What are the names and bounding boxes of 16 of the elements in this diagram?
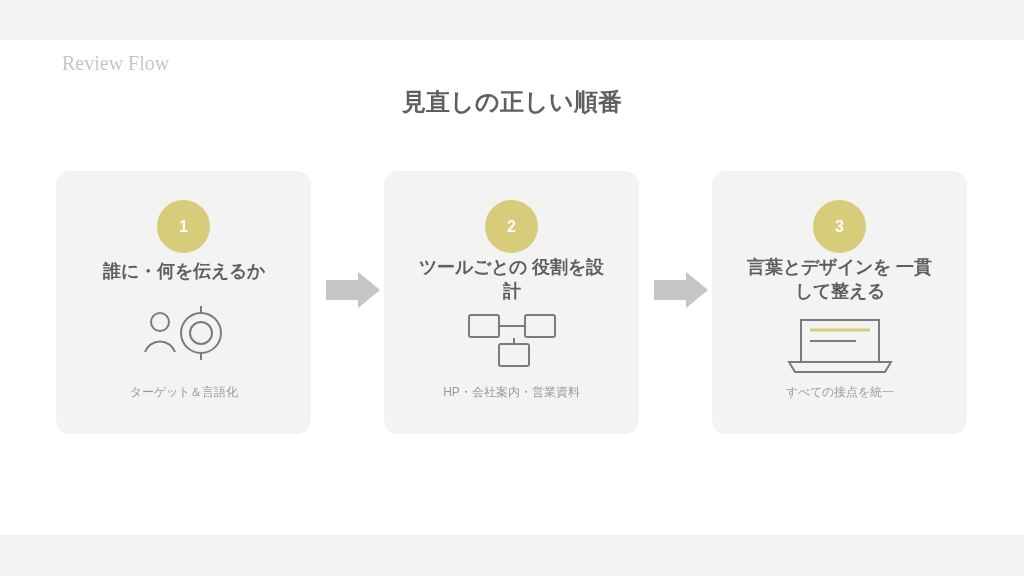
step-card <box>384 171 639 434</box>
step-number-badge: 3 <box>813 200 866 253</box>
step-heading: ツールごとの 役割を設計 <box>418 256 605 303</box>
block-arrow <box>654 272 708 308</box>
block-arrow <box>326 272 380 308</box>
step-description: ターゲット＆言語化 <box>129 384 238 401</box>
step-heading: 誰に・何を伝えるか <box>101 260 266 283</box>
step-description: HP・会社案内・営業資料 <box>443 384 580 401</box>
step-number-badge: 2 <box>485 200 538 253</box>
step-number-badge: 1 <box>157 200 210 253</box>
step-description: すべての接点を統一 <box>785 384 894 401</box>
step-card <box>712 171 967 434</box>
step-card <box>56 171 311 434</box>
title: 見直しの正しい順番 <box>402 87 622 117</box>
step-heading: 言葉とデザインを 一貫して整える <box>746 256 933 303</box>
section-label: Review Flow <box>62 51 170 76</box>
